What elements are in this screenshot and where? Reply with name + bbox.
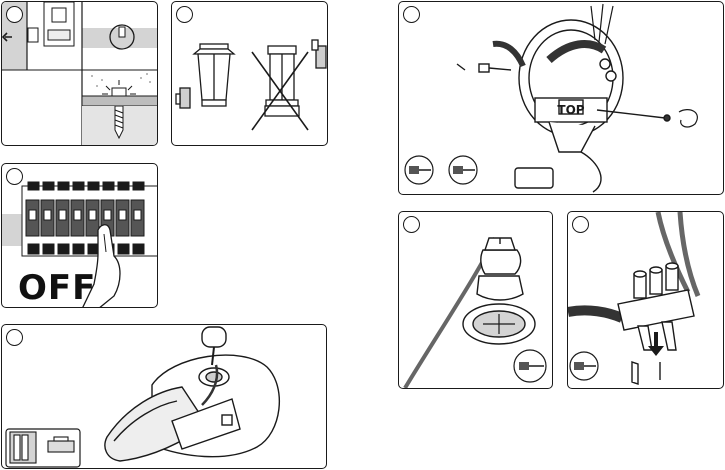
fixture-housing [105,327,279,461]
lantern-correct [176,44,234,108]
lantern-incorrect [265,40,326,116]
cable-gland [481,250,521,274]
panel-mounting [1,1,158,146]
panel-terminal [567,211,724,389]
breaker-row [22,182,158,256]
step-number [572,216,589,233]
screwdriver-flat-icon [405,156,433,184]
terminal-illustration [568,212,724,389]
screwdriver-phillips-icon [449,156,477,184]
rotate-arrow-icon [679,110,697,127]
panel-wiring: TOP [398,1,724,195]
cable-gland-illustration [399,212,553,389]
screw-icon [82,80,158,146]
wiring-illustration: TOP [399,2,724,195]
housing-illustration [2,325,327,469]
top-marker-label: TOP [557,103,584,117]
power-off-label: OFF [18,271,96,305]
panel-power-off: OFF [1,163,158,308]
panel-cable-gland [398,211,553,389]
step-number [176,6,193,23]
step-number [6,168,23,185]
step-number [6,6,23,23]
orientation-illustration [172,2,328,146]
step-number [403,216,420,233]
step-number [6,329,23,346]
step-number [403,6,420,23]
screwdriver-flat-icon [570,352,598,380]
panel-housing [1,324,327,469]
screwdriver-phillips-icon [514,350,546,382]
terminal-block [618,290,694,330]
panel-orientation [171,1,328,146]
mounting-illustration [2,2,158,146]
